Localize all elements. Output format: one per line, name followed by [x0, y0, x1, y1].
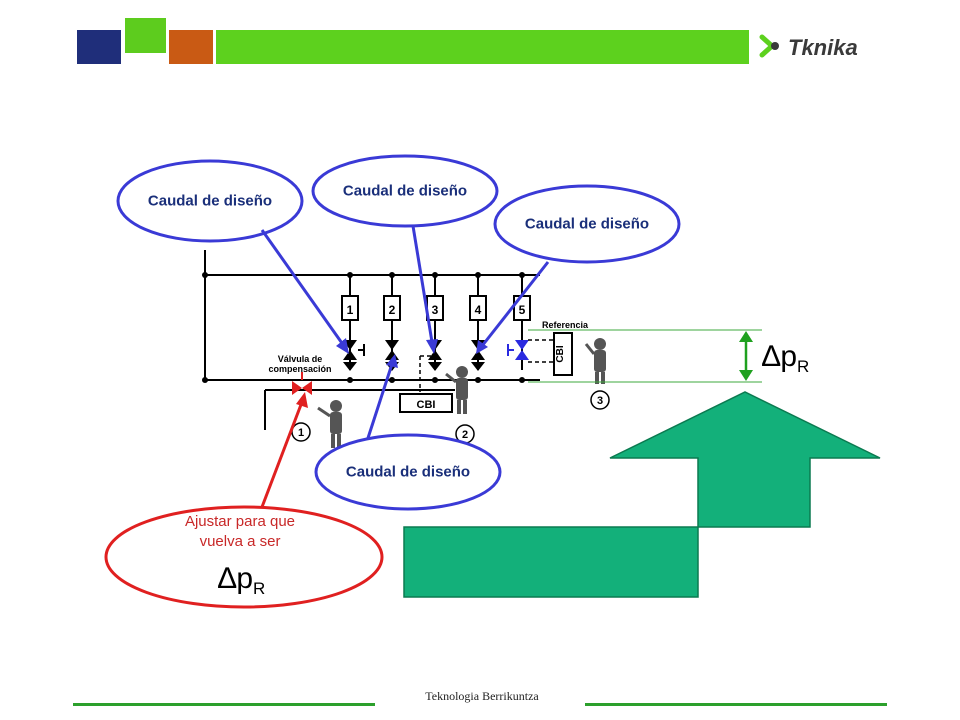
header-green-square	[125, 18, 166, 53]
delta-subscript: R	[797, 357, 810, 376]
reference-valve-icon	[507, 340, 529, 360]
reference-label: Referencia	[542, 320, 589, 330]
footer-line-right	[585, 703, 887, 706]
valve-label-line2: compensación	[268, 364, 331, 374]
pipe-network	[204, 250, 540, 430]
worker-number-3: 3	[597, 395, 603, 407]
footer-text: Teknologia Berrikuntza	[425, 689, 539, 703]
adjust-text-line2: vuelva a ser	[199, 533, 281, 550]
worker-icon	[317, 400, 342, 448]
worker-number-2: 2	[462, 429, 468, 441]
adjust-delta-label: ∆pR	[218, 562, 265, 599]
pipe-junctions	[202, 272, 525, 383]
terminal-number-5: 5	[519, 303, 526, 317]
callout-label-2: Caudal de diseño	[342, 182, 468, 200]
adjust-delta-subscript: R	[253, 579, 266, 598]
double-arrow-icon	[739, 331, 753, 381]
header-blue-square	[77, 30, 121, 64]
terminal-number-4: 4	[475, 303, 482, 317]
worker-number-1: 1	[298, 427, 304, 439]
adjust-arrow	[260, 392, 308, 508]
footer-line-left	[73, 703, 375, 706]
delta-pressure-label: ∆pR	[762, 340, 809, 377]
valve-icon	[385, 340, 399, 360]
delta-symbol: ∆p	[762, 340, 798, 373]
adjust-text: Ajustar para que vuelva a ser	[140, 512, 340, 552]
header-green-bar	[216, 30, 749, 64]
cbi-box	[399, 393, 453, 413]
callout-ellipse-1	[116, 159, 304, 243]
adjust-delta-symbol: ∆p	[218, 562, 254, 595]
worker-icon	[584, 338, 606, 384]
callout-ellipse-4	[314, 433, 502, 511]
callout-ellipse-2	[311, 154, 499, 228]
valve-label-line1: Válvula de	[278, 354, 323, 364]
logo-text: Tknika	[788, 35, 858, 60]
callout-ellipse-3	[493, 184, 681, 264]
callout-arrows	[260, 225, 550, 439]
adjust-ellipse	[104, 505, 384, 609]
adjust-text-line1: Ajustar para que	[184, 513, 296, 530]
callout-label-4: Caudal de diseño	[345, 463, 471, 481]
callout-label-1: Caudal de diseño	[147, 192, 273, 210]
cbi-label: CBI	[417, 399, 436, 411]
callout-label-3: Caudal de diseño	[524, 215, 650, 233]
terminal-number-1: 1	[347, 303, 354, 317]
cbi-side-label: CBI	[555, 345, 566, 362]
tknika-logo: Tknika	[758, 30, 898, 62]
dashed-signal-lines	[419, 339, 556, 392]
pressure-reference-lines	[528, 329, 762, 383]
worker-icon	[445, 366, 468, 414]
terminal-number-2: 2	[389, 303, 396, 317]
big-up-arrow-icon	[403, 391, 881, 598]
cbi-side-box	[553, 332, 573, 376]
worker-number-circles: 1 2 3	[291, 390, 610, 444]
logo-mark-icon	[759, 34, 779, 58]
terminal-units: 1 2 3 4 5	[341, 295, 531, 321]
compensation-valve-icon	[292, 372, 312, 395]
header-orange-square	[169, 30, 213, 64]
terminal-number-3: 3	[432, 303, 439, 317]
